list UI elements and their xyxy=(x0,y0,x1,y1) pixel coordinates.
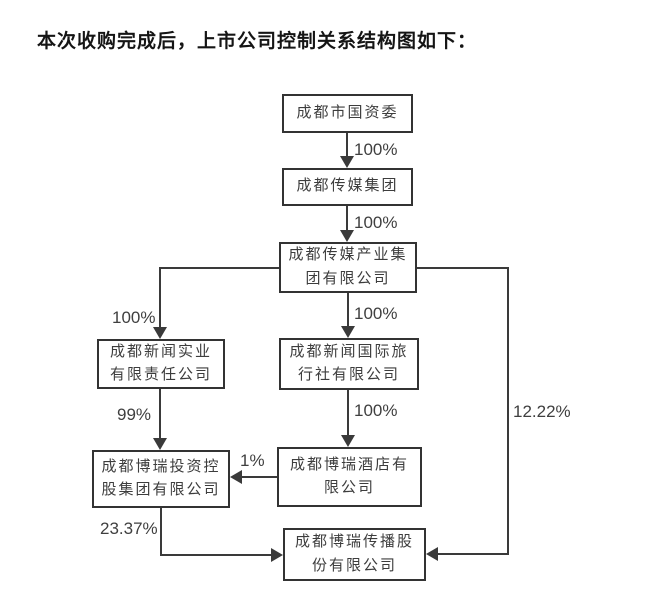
ownership-label-industrygroup-communication: 12.22% xyxy=(513,402,571,421)
node-chengdu-news-intl-travel: 成都新闻国际旅 行社有限公司 xyxy=(279,338,419,390)
node-chengdu-sasac: 成都市国资委 xyxy=(282,94,413,133)
ownership-label-hotel-investholding: 1% xyxy=(240,451,265,470)
page-title: 本次收购完成后，上市公司控制关系结构图如下： xyxy=(37,31,478,52)
ownership-label-sasac-mediagroup: 100% xyxy=(354,140,398,159)
ownership-label-newsindustrial-investholding: 99% xyxy=(117,405,152,424)
node-chengdu-media-industry-group: 成都传媒产业集 团有限公司 xyxy=(279,242,417,293)
node-chengdu-news-industrial: 成都新闻实业 有限责任公司 xyxy=(97,339,225,389)
node-chengdu-borui-communication: 成都博瑞传播股 份有限公司 xyxy=(283,528,426,581)
ownership-label-industrygroup-traveldagency: 100% xyxy=(354,304,398,323)
ownership-label-travelagency-hotel: 100% xyxy=(354,401,398,420)
node-chengdu-borui-invest-holding: 成都博瑞投资控 股集团有限公司 xyxy=(92,450,230,508)
node-chengdu-borui-hotel: 成都博瑞酒店有 限公司 xyxy=(277,447,422,507)
ownership-label-mediagroup-industrygroup: 100% xyxy=(354,213,398,232)
ownership-label-industrygroup-newsindustrial: 100% xyxy=(112,308,156,327)
node-chengdu-media-group: 成都传媒集团 xyxy=(282,168,413,206)
ownership-label-investholding-communication: 23.37% xyxy=(100,519,158,538)
